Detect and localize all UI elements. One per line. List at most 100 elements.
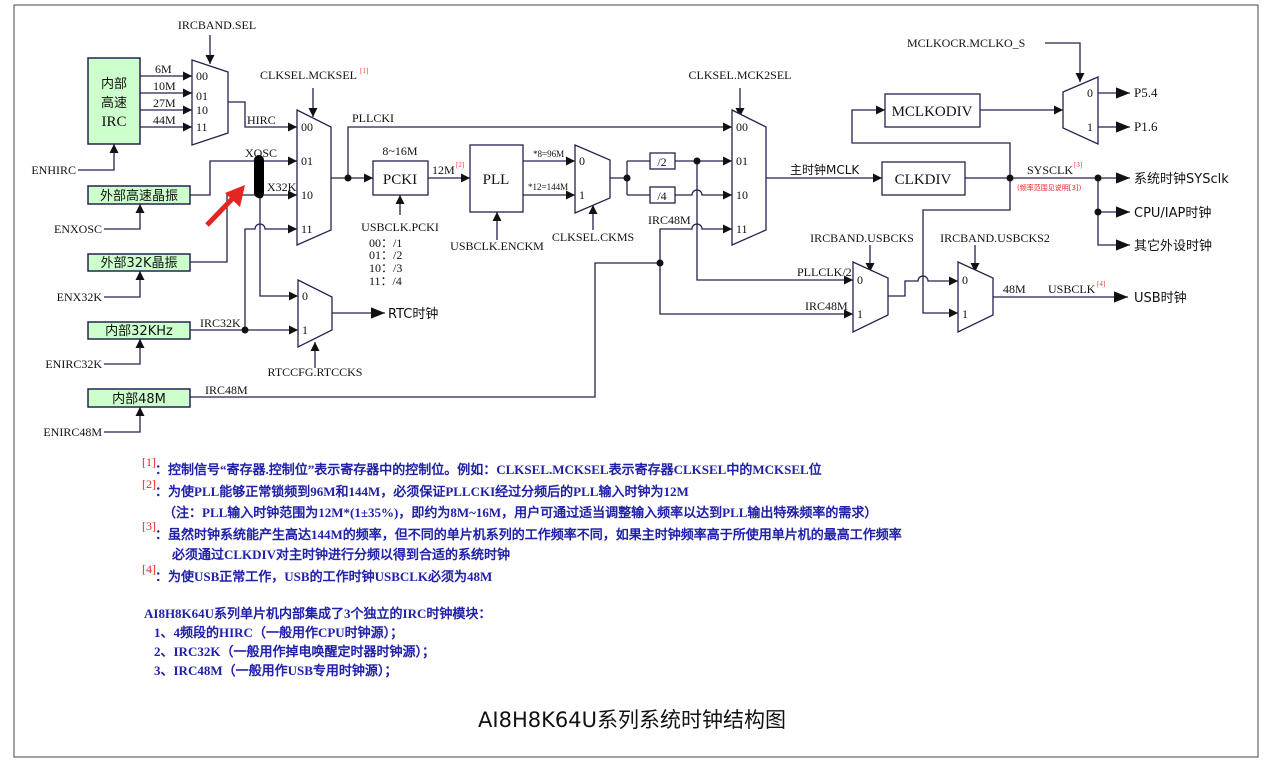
mux-mck2sel: 00 01 10 11 bbox=[731, 108, 767, 246]
mcksel-label: CLKSEL.MCKSEL bbox=[260, 68, 357, 82]
mux-output-label: 0 bbox=[1087, 86, 1093, 100]
pcki-option: 01：/2 bbox=[369, 248, 402, 262]
xosc-signal: XOSC bbox=[245, 146, 277, 160]
enxosc-label: ENXOSC bbox=[54, 222, 102, 236]
block-div4: /4 bbox=[649, 186, 676, 204]
usbcks-label: IRCBAND.USBCKS bbox=[810, 231, 914, 245]
block-x32k: 外部32K晶振 bbox=[87, 253, 191, 272]
mux-input-label: 1 bbox=[962, 307, 968, 321]
mux-input-label: 10 bbox=[196, 103, 208, 117]
mux-input-label: 1 bbox=[302, 323, 308, 337]
wires bbox=[78, 35, 1130, 433]
enirc32k-label: ENIRC32K bbox=[45, 357, 102, 371]
summary-item: 3、IRC48M（一般用作USB专用时钟源）； bbox=[154, 663, 397, 679]
pll-label: PLL bbox=[483, 172, 510, 188]
hirc-label-1: 内部 bbox=[101, 76, 127, 92]
mclkodiv-label: MCLKODIV bbox=[892, 104, 973, 120]
usb-clock-output: USB时钟 bbox=[1134, 290, 1187, 306]
note-text: ：虽然时钟系统能产生高达144M的频率，但不同的单片机系列的工作频率不同，如果主… bbox=[155, 527, 902, 542]
output-labels: RTC时钟 P5.4 P1.6 系统时钟SYSclk CPU/IAP时钟 其它外… bbox=[388, 85, 1229, 322]
mux-input-label: 0 bbox=[302, 289, 308, 303]
red-arrow-icon bbox=[205, 185, 245, 227]
sysclk-signal: SYSCLK bbox=[1027, 163, 1073, 177]
block-mclkodiv: MCLKODIV bbox=[884, 93, 981, 128]
signal-labels: 6M 10M 27M 44M HIRC XOSC X32K IRC32K IRC… bbox=[153, 62, 1105, 397]
pcki-label: PCKI bbox=[383, 172, 417, 188]
div2-label: /2 bbox=[657, 155, 666, 169]
note-text: ：控制信号“寄存器.控制位”表示寄存器中的控制位。例如：CLKSEL.MCKSE… bbox=[155, 462, 822, 477]
mux-input-label: 0 bbox=[579, 154, 585, 168]
ircband-sel-label: IRCBAND.SEL bbox=[178, 18, 256, 32]
x32k-label: 外部32K晶振 bbox=[100, 256, 177, 271]
mux-input-label: 1 bbox=[857, 307, 863, 321]
ckms-label: CLKSEL.CKMS bbox=[552, 230, 634, 244]
mux-mcksel: 00 01 10 11 bbox=[296, 108, 332, 246]
band-label: 44M bbox=[153, 113, 176, 127]
irc48m-label: 内部48M bbox=[112, 391, 166, 407]
usbcks2-label: IRCBAND.USBCKS2 bbox=[940, 231, 1050, 245]
ref-3: [3] bbox=[1074, 161, 1082, 169]
sysclk-note: (频率范围见说明[3]) bbox=[1017, 183, 1082, 192]
band-label: 27M bbox=[153, 96, 176, 110]
mux-input-label: 11 bbox=[301, 222, 313, 236]
usbclk-signal: USBCLK bbox=[1048, 282, 1096, 296]
x32k-signal: X32K bbox=[267, 180, 297, 194]
mux-input-label: 01 bbox=[196, 89, 208, 103]
note-ref: [2] bbox=[142, 477, 156, 491]
enirc48m-label: ENIRC48M bbox=[43, 425, 102, 439]
mux-input-label: 11 bbox=[196, 120, 208, 134]
pll-96m: *8=96M bbox=[533, 149, 564, 159]
mux-input-label: 01 bbox=[301, 154, 313, 168]
summary-heading: AI8H8K64U系列单片机内部集成了3个独立的IRC时钟模块： bbox=[144, 606, 491, 621]
cpu-clock-output: CPU/IAP时钟 bbox=[1134, 205, 1211, 221]
enckm-label: USBCLK.ENCKM bbox=[450, 239, 544, 253]
ref-4: [4] bbox=[1097, 280, 1105, 288]
footnotes: [1] ：控制信号“寄存器.控制位”表示寄存器中的控制位。例如：CLKSEL.M… bbox=[142, 455, 902, 584]
mux-ckms: 0 1 bbox=[574, 144, 611, 214]
mclk-signal: 主时钟MCLK bbox=[790, 162, 860, 177]
mux-usbcks: 0 1 bbox=[852, 260, 889, 334]
mck2sel-label: CLKSEL.MCK2SEL bbox=[688, 68, 791, 82]
rtc-clock-output: RTC时钟 bbox=[388, 306, 438, 322]
note-text: ：为使USB正常工作，USB的工作时钟USBCLK必须为48M bbox=[155, 569, 492, 584]
junction-dots bbox=[241, 157, 1102, 334]
summary-item: 1、4频段的HIRC（一般用作CPU时钟源）； bbox=[154, 625, 403, 641]
mux-usbcks2: 0 1 bbox=[957, 260, 994, 334]
mux-input-label: 0 bbox=[857, 273, 863, 287]
div4-label: /4 bbox=[657, 189, 666, 203]
usb-48m: 48M bbox=[1003, 282, 1026, 296]
note-ref: [4] bbox=[142, 562, 156, 576]
mux-rtccks: 0 1 bbox=[297, 278, 333, 349]
mux-input-label: 00 bbox=[301, 120, 313, 134]
pllclk2-signal: PLLCLK/2 bbox=[797, 265, 852, 279]
note-text: 必须通过CLKDIV对主时钟进行分频以得到合适的系统时钟 bbox=[171, 547, 510, 562]
block-xosc: 外部高速晶振 bbox=[87, 185, 191, 205]
mux-input-label: 11 bbox=[736, 222, 748, 236]
sysclk-output: 系统时钟SYSclk bbox=[1134, 171, 1229, 187]
mux-input-label: 01 bbox=[736, 154, 748, 168]
pcki-option: 00：/1 bbox=[369, 236, 402, 250]
pllcki-signal: PLLCKI bbox=[352, 111, 394, 125]
pcki-option: 11：/4 bbox=[369, 274, 402, 288]
p54-output: P5.4 bbox=[1134, 85, 1158, 100]
hirc-label-3: IRC bbox=[101, 114, 126, 130]
diagram-title: AI8H8K64U系列系统时钟结构图 bbox=[478, 708, 786, 732]
pll-in-signal: 12M bbox=[432, 163, 455, 177]
block-irc48m: 内部48M bbox=[87, 388, 191, 408]
pll-144m: *12=144M bbox=[528, 182, 568, 192]
block-pll: PLL bbox=[469, 144, 524, 213]
usbclk-pcki-label: USBCLK.PCKI bbox=[361, 220, 439, 234]
mux-mclko: 0 1 bbox=[1062, 76, 1099, 146]
irc48m-signal-b: IRC48M bbox=[648, 213, 691, 227]
mux-input-label: 10 bbox=[301, 188, 313, 202]
block-div2: /2 bbox=[649, 152, 676, 170]
enx32k-label: ENX32K bbox=[57, 290, 103, 304]
note-ref: [1] bbox=[142, 455, 156, 469]
irc48m-signal-c: IRC48M bbox=[805, 299, 848, 313]
pcki-option: 10：/3 bbox=[369, 261, 402, 275]
summary-item: 2、IRC32K（一般用作掉电唤醒定时器时钟源）； bbox=[154, 644, 435, 660]
clkdiv-label: CLKDIV bbox=[895, 172, 952, 188]
mux-input-label: 0 bbox=[962, 273, 968, 287]
select-labels: IRCBAND.SEL CLKSEL.MCKSEL [1] CLKSEL.MCK… bbox=[178, 18, 1050, 379]
irc-summary: AI8H8K64U系列单片机内部集成了3个独立的IRC时钟模块： 1、4频段的H… bbox=[144, 606, 491, 679]
